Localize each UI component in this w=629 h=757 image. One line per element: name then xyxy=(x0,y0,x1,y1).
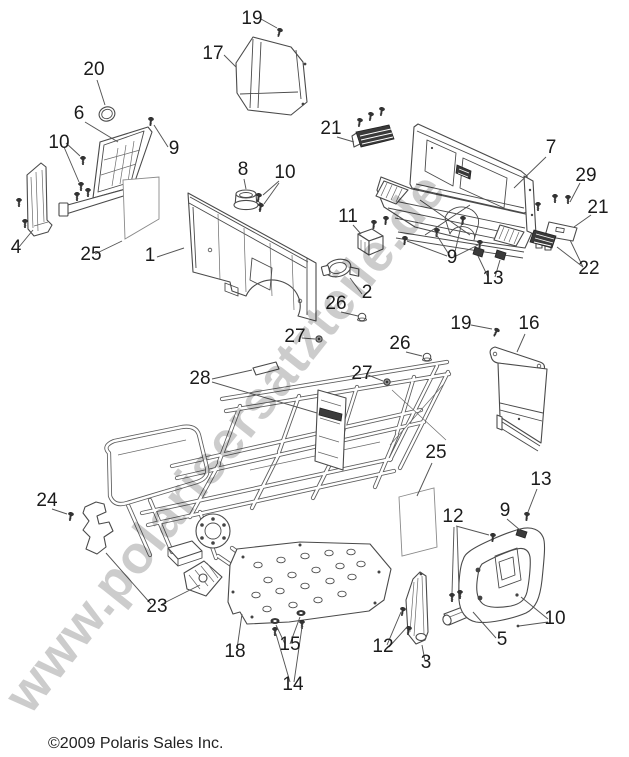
frame-drawing xyxy=(104,359,452,597)
part-2-drawing xyxy=(320,258,360,278)
callout-9-c: 9 xyxy=(500,500,511,521)
callout-22: 22 xyxy=(578,258,599,279)
callout-29: 29 xyxy=(575,165,596,186)
callout-28: 28 xyxy=(189,368,210,389)
callout-14: 14 xyxy=(282,674,304,695)
callout-13-a: 13 xyxy=(482,268,503,289)
callout-10-a: 10 xyxy=(48,132,69,153)
callout-24: 24 xyxy=(36,490,58,511)
part-17-drawing xyxy=(235,36,308,116)
callout-16: 16 xyxy=(518,313,539,334)
callout-17: 17 xyxy=(202,43,223,64)
callout-26-b: 26 xyxy=(389,333,410,354)
callout-9-b: 9 xyxy=(447,247,458,268)
callout-20: 20 xyxy=(83,59,104,80)
callout-19-a: 19 xyxy=(241,8,262,29)
callout-15: 15 xyxy=(279,634,300,655)
callouts: 19 17 20 6 10 9 8 10 21 7 29 21 22 11 9 … xyxy=(11,8,609,695)
callout-21-b: 21 xyxy=(587,197,608,218)
copyright-text: ©2009 Polaris Sales Inc. xyxy=(48,735,223,752)
callout-10-b: 10 xyxy=(274,162,295,183)
part-21a-drawing xyxy=(351,124,395,148)
callout-25-a: 25 xyxy=(80,244,101,265)
part-23-drawing xyxy=(82,501,114,555)
callout-19-b: 19 xyxy=(450,313,471,334)
part-25a-drawing xyxy=(122,176,160,240)
callout-12-b: 12 xyxy=(372,636,393,657)
callout-7: 7 xyxy=(546,137,557,158)
callout-13-b: 13 xyxy=(530,469,551,490)
part-28-drawing xyxy=(252,361,280,376)
callout-4: 4 xyxy=(11,237,22,258)
callout-10-c: 10 xyxy=(544,608,565,629)
part-28b-strip xyxy=(318,407,343,422)
part-18-drawing xyxy=(227,541,392,625)
callout-5: 5 xyxy=(497,629,508,650)
part-4-drawing xyxy=(26,162,53,237)
part-16-drawing xyxy=(489,346,548,452)
callout-23: 23 xyxy=(146,596,167,617)
callout-1: 1 xyxy=(145,245,156,266)
callout-2: 2 xyxy=(362,282,373,303)
part-7-drawing xyxy=(375,123,537,259)
leader-lines xyxy=(18,18,592,683)
part-20-drawing xyxy=(98,106,116,122)
callout-11: 11 xyxy=(338,206,358,227)
callout-3: 3 xyxy=(421,652,432,673)
callout-21-a: 21 xyxy=(320,118,341,139)
callout-9-a: 9 xyxy=(169,138,180,159)
callout-27-b: 27 xyxy=(351,363,372,384)
callout-27-a: 27 xyxy=(284,326,305,347)
callout-26-a: 26 xyxy=(325,293,346,314)
part-3-drawing xyxy=(405,571,429,645)
part-1-drawing xyxy=(187,192,317,322)
callout-6: 6 xyxy=(74,103,85,124)
callout-18: 18 xyxy=(224,641,245,662)
part-5-drawing xyxy=(442,527,546,628)
part-6-drawing xyxy=(58,126,153,217)
callout-25-b: 25 xyxy=(425,442,446,463)
part-25b-drawing xyxy=(398,487,438,557)
callout-12-a: 12 xyxy=(442,506,463,527)
part-21b-drawing xyxy=(529,229,557,249)
callout-8: 8 xyxy=(238,159,249,180)
part-13a-clips xyxy=(472,246,507,261)
part-11-drawing xyxy=(357,228,384,256)
